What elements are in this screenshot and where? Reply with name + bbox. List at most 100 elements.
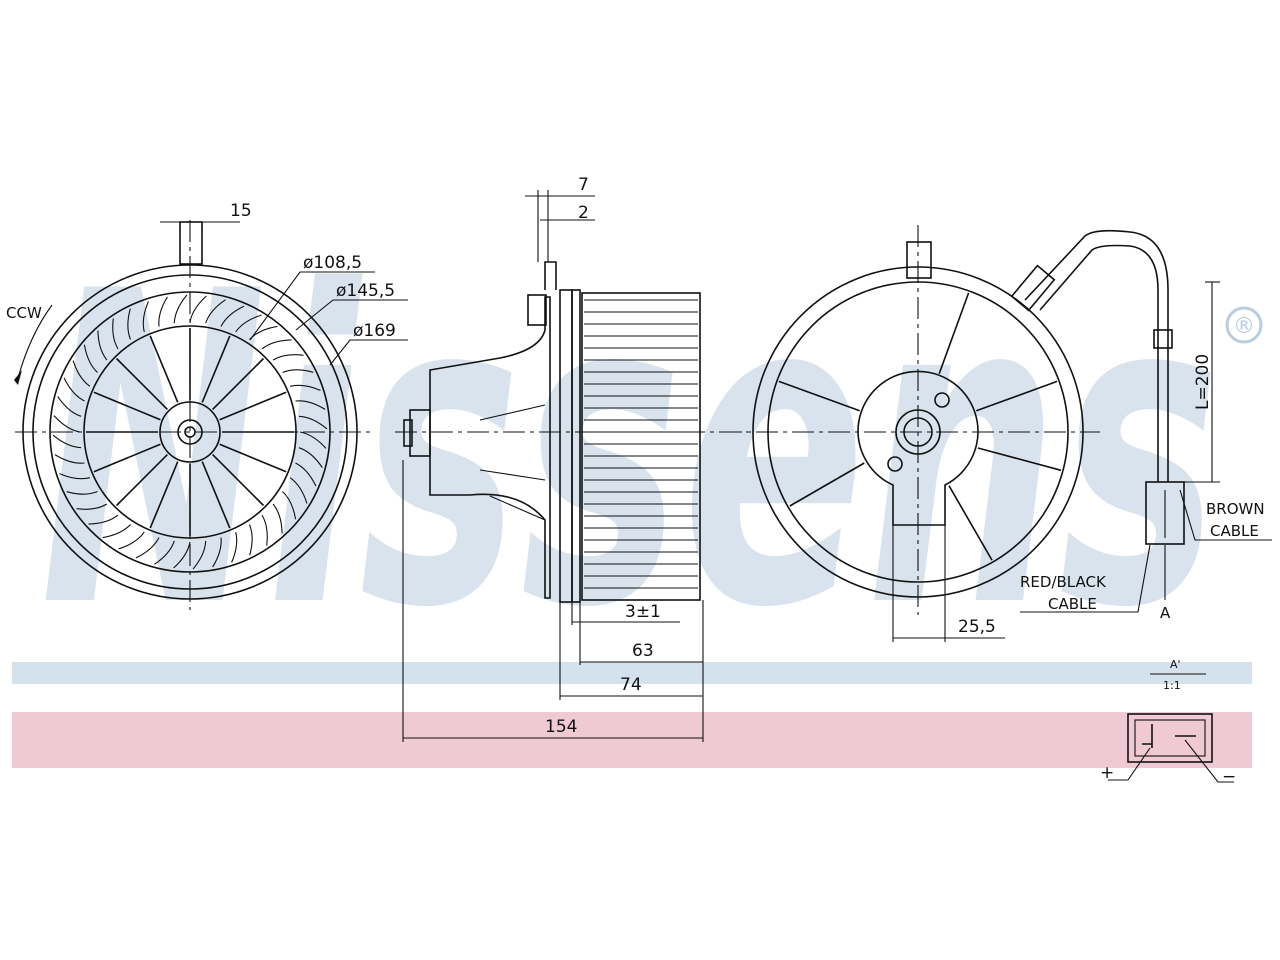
impeller-blade — [220, 305, 245, 327]
top-clip — [544, 261, 557, 290]
outer-housing-circle — [22, 264, 358, 600]
impeller-blade — [112, 318, 119, 350]
wheel-spoke — [212, 357, 265, 410]
dim-25-label: 25,5 — [958, 617, 996, 637]
back-inner-circle — [767, 281, 1069, 583]
impeller-blade — [53, 415, 81, 433]
wheel-spoke — [115, 454, 168, 507]
impeller-blade — [66, 490, 98, 495]
connector-detail-inner — [1134, 719, 1206, 757]
motor-mount-plate — [857, 370, 979, 526]
wheel-spoke — [149, 461, 179, 529]
impeller-blade — [72, 360, 91, 387]
detail-ref-label: A' — [1170, 658, 1181, 671]
impeller-blade — [248, 524, 253, 556]
dim-74-label: 74 — [620, 675, 642, 695]
side-view: 7 2 3±1 63 74 154 — [395, 175, 750, 742]
motor-housing-details — [479, 404, 546, 521]
impeller-blade — [231, 531, 238, 563]
dia-169-leader — [329, 339, 408, 366]
impeller-blade — [282, 491, 297, 520]
shaft-circle — [184, 426, 196, 438]
section-ref-label: A — [1160, 604, 1171, 622]
back-spoke — [977, 447, 1062, 472]
impeller-blade — [158, 296, 168, 327]
brown-cable-label-1: BROWN — [1206, 500, 1265, 518]
screw-bottom — [887, 456, 903, 472]
brown-cable-label-2: CABLE — [1210, 522, 1259, 540]
hub-circle — [159, 401, 221, 463]
motor-mount-inner — [903, 417, 933, 447]
wheel-spoke — [219, 391, 287, 421]
cable-outer — [1024, 229, 1169, 482]
hub-inner-circle — [177, 419, 203, 445]
dia-108-leader — [249, 271, 375, 341]
back-spoke — [976, 380, 1058, 412]
dim-3-label: 3±1 — [625, 602, 661, 622]
impeller-blade — [295, 400, 326, 410]
impeller-blade — [54, 454, 85, 464]
back-top-tab — [906, 241, 932, 279]
back-spoke — [938, 292, 970, 374]
wheel-inner-ring — [83, 325, 297, 539]
dia-169-label: ø169 — [353, 321, 396, 341]
back-spokes — [778, 292, 1062, 561]
dim-154-label: 154 — [545, 717, 577, 737]
back-spoke — [778, 380, 860, 412]
cable-sleeve — [1153, 329, 1173, 349]
connector-block — [527, 294, 547, 326]
rotation-label: CCW — [6, 304, 42, 322]
connector-plug — [1145, 481, 1185, 545]
cable-grommet — [1010, 264, 1056, 312]
registered-mark: ® — [1233, 314, 1255, 339]
dia-108-label: ø108,5 — [303, 253, 362, 273]
impeller-blade — [192, 540, 207, 570]
wheel-spoke — [149, 335, 179, 403]
flange-lip — [571, 289, 581, 603]
impeller-blade — [173, 294, 188, 324]
minus-label: − — [1222, 767, 1236, 787]
back-spoke — [789, 462, 865, 507]
impeller-blade — [76, 503, 108, 510]
dim-15-label: 15 — [230, 201, 252, 221]
registered-mark-circle — [1225, 306, 1263, 344]
impeller-blade — [295, 462, 317, 487]
wheel-spoke — [219, 443, 287, 473]
detail-a-prime: A' 1:1 + − — [1100, 658, 1236, 787]
connector-detail-body — [1127, 713, 1213, 763]
impeller-blade — [205, 299, 226, 324]
impeller-blade — [52, 434, 82, 449]
impeller-blade — [272, 503, 283, 534]
impeller-blade — [102, 524, 131, 539]
impeller-blade — [59, 473, 91, 480]
front-view: 15 ø108,5 ø145,5 ø169 CCW — [6, 201, 408, 610]
fan-slats — [584, 299, 698, 589]
plus-label: + — [1100, 763, 1114, 783]
wheel-outer-ring — [49, 291, 331, 573]
impeller-blade — [298, 415, 328, 430]
impeller-blade — [97, 330, 108, 361]
pin-plus — [1142, 724, 1153, 748]
impeller-blade — [135, 537, 160, 559]
watermark-blue-band — [12, 662, 1252, 684]
impeller-blade — [289, 477, 308, 504]
impeller-blade — [118, 531, 145, 550]
dia-145-leader — [295, 299, 408, 331]
back-spoke — [948, 485, 993, 561]
impeller-blade — [261, 339, 292, 350]
impeller-blade — [272, 354, 304, 361]
dia-145-label: ø145,5 — [336, 281, 395, 301]
impeller-blade — [127, 308, 132, 340]
motor-mount-hole — [895, 409, 941, 455]
plus-leader — [1108, 747, 1151, 781]
watermark-pink-band — [12, 712, 1252, 768]
rotation-arrowhead — [14, 370, 22, 385]
cable-length-label: L=200 — [1193, 354, 1213, 410]
rotation-arrow — [17, 304, 53, 379]
motor-end-cap — [409, 409, 431, 457]
wheel-spoke — [201, 335, 231, 403]
wheel-spoke — [93, 391, 161, 421]
impeller-blade — [299, 431, 327, 449]
dim-63-label: 63 — [632, 641, 654, 661]
wheel-spokes — [86, 328, 294, 536]
